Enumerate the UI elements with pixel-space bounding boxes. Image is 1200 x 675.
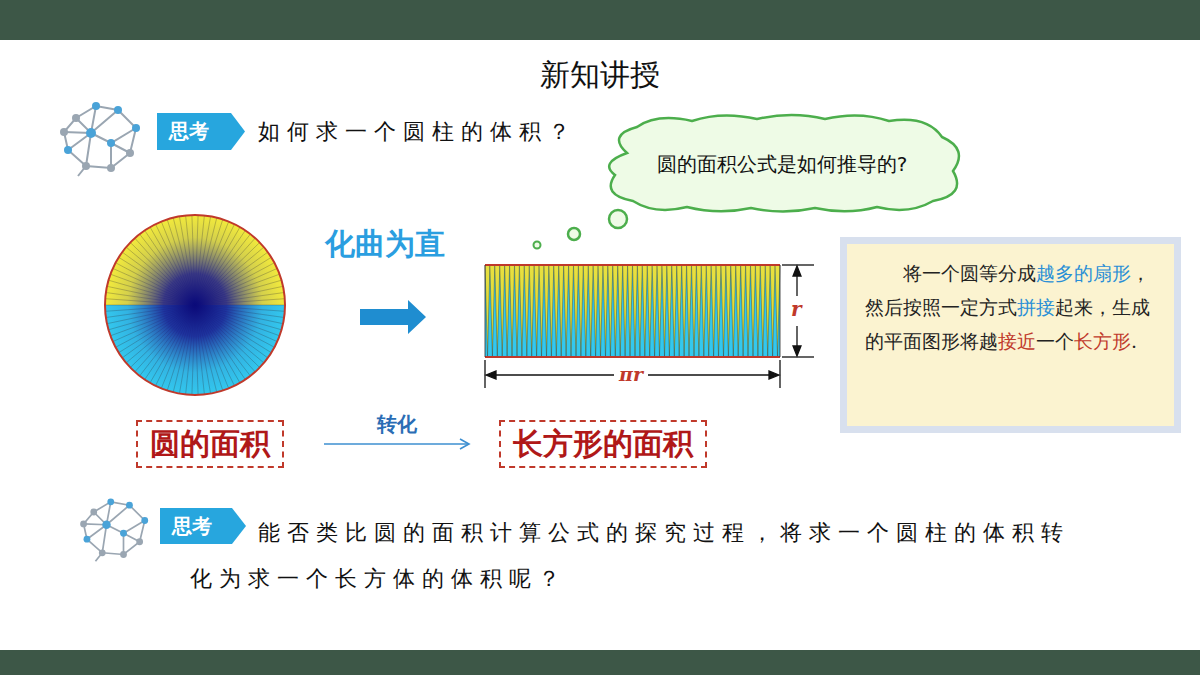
- concept-text: 长方形的面积: [513, 426, 693, 462]
- note-run: 越多的扇形: [1036, 262, 1131, 284]
- dimension-label: r: [790, 297, 803, 321]
- method-label: 化曲为直: [325, 224, 445, 265]
- note-run: 长方形: [1074, 330, 1131, 352]
- concept-box: 长方形的面积: [499, 420, 707, 468]
- dimension-lines: [485, 265, 814, 388]
- note-text: 将一个圆等分成越多的扇形， 然后按照一定方式拼接起来，生成的平面图形将越接近一个…: [865, 256, 1160, 358]
- note-run: 将一个圆等分成: [903, 262, 1036, 284]
- badge-text: 思考: [157, 113, 245, 150]
- dimension-label: πr: [617, 363, 645, 385]
- brain-icon: [80, 498, 148, 561]
- brain-icon: [60, 102, 140, 176]
- note-box: 将一个圆等分成越多的扇形， 然后按照一定方式拼接起来，生成的平面图形将越接近一个…: [840, 237, 1181, 433]
- page-title: 新知讲授: [0, 55, 1200, 96]
- connector-arrow: [324, 439, 469, 449]
- bottom-bar: [0, 650, 1200, 675]
- question-text: 如何求一个圆柱的体积？: [258, 117, 577, 147]
- note-run: .: [1131, 330, 1137, 352]
- note-run: 一个: [1036, 330, 1074, 352]
- transform-arrow: [360, 300, 426, 334]
- question-text: 能否类比圆的面积计算公式的探究过程，将求一个圆柱的体积转化为求一个长方体的体积呢…: [190, 510, 1095, 602]
- edge-label: 转化: [377, 411, 417, 438]
- sector-rectangle: [485, 265, 780, 357]
- think-badge: 思考: [157, 113, 245, 150]
- badge-text: 思考: [160, 508, 246, 544]
- sector-circle: [105, 215, 285, 395]
- concept-text: 圆的面积: [150, 426, 270, 462]
- cloud-text: 圆的面积公式是如何推导的?: [657, 151, 908, 178]
- note-run: 拼接: [1017, 296, 1055, 318]
- thought-cloud: 圆的面积公式是如何推导的?: [597, 113, 967, 215]
- top-bar: [0, 0, 1200, 40]
- think-badge: 思考: [160, 508, 246, 544]
- concept-box: 圆的面积: [136, 420, 284, 468]
- note-run: 接近: [998, 330, 1036, 352]
